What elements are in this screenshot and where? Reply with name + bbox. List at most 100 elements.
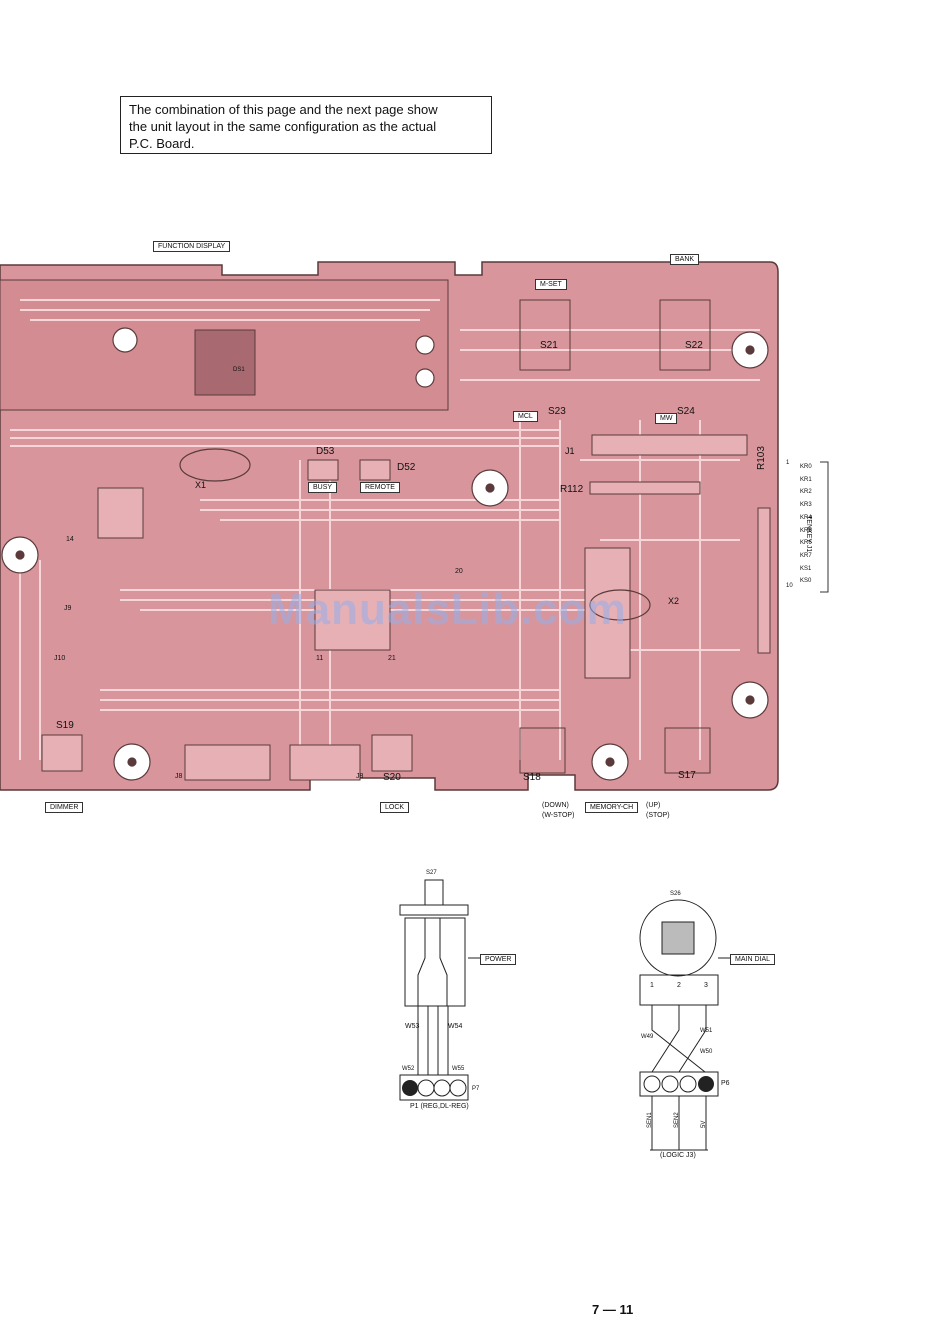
part-d52: D52: [397, 462, 416, 473]
power-pin-3: [433, 1079, 451, 1097]
main-dial-drawing: [639, 899, 730, 1151]
wire-w50: W50: [700, 1049, 713, 1055]
tenkey-pin-last: 10: [786, 583, 793, 589]
label-up: (UP): [646, 802, 661, 809]
label-busy: BUSY: [308, 482, 338, 493]
note-line-2: the unit layout in the same configuratio…: [129, 119, 437, 134]
dial-signal-5v: 5V: [701, 1120, 707, 1128]
dial-signal-sen2: SEN2: [674, 1112, 680, 1128]
part-j10: J10: [54, 655, 66, 662]
switch-s22: [659, 299, 711, 371]
label-bank: BANK: [670, 254, 700, 265]
tenkey-pin-kr2: KR2: [800, 489, 812, 495]
part-s18: S18: [523, 772, 541, 783]
part-j8a: J8: [175, 773, 183, 780]
label-lock: LOCK: [380, 802, 410, 813]
part-x1: X1: [195, 480, 207, 490]
mounting-holes: [1, 327, 769, 781]
part-s23: S23: [548, 406, 566, 417]
label-dimmer: DIMMER: [45, 802, 84, 813]
part-s19: S19: [56, 720, 74, 731]
switch-s20: [371, 734, 413, 772]
tenkey-pin-kr5: KR5: [800, 528, 812, 534]
switch-s17: [664, 727, 711, 774]
label-down: (DOWN): [542, 802, 569, 809]
part-s22: S22: [685, 340, 703, 351]
power-pin-4: [449, 1079, 467, 1097]
tenkey-pin-ks1: KS1: [800, 566, 812, 572]
dial-connector: (LOGIC J3): [660, 1152, 696, 1159]
dial-pin-label-2: 2: [677, 982, 681, 989]
wire-w49: W49: [641, 1034, 654, 1040]
switch-s18: [519, 727, 566, 774]
dial-p6: P6: [721, 1080, 730, 1087]
power-p7: P7: [472, 1086, 480, 1092]
ic-r112: [589, 481, 701, 495]
dial-pin-label-3: 3: [704, 982, 708, 989]
connector-j8a: [184, 744, 271, 781]
wire-w51: W51: [700, 1028, 713, 1034]
ic-main: [584, 547, 631, 679]
switch-s21: [519, 299, 571, 371]
part-s24: S24: [677, 406, 695, 417]
wire-w54: W54: [448, 1023, 463, 1030]
power-pin-2: [417, 1079, 435, 1097]
label-remote: REMOTE: [360, 482, 400, 493]
instruction-note: The combination of this page and the nex…: [120, 96, 492, 154]
tenkey-pin-kr7: KR7: [800, 553, 812, 559]
dial-pin-3: [679, 1075, 697, 1093]
note-line-1: The combination of this page and the nex…: [129, 102, 438, 117]
part-d53: D53: [316, 446, 335, 457]
power-switch-id: S27: [426, 870, 437, 876]
dial-pin-2: [661, 1075, 679, 1093]
note-line-3: P.C. Board.: [129, 136, 195, 151]
tenkey-pin-kr6: KR6: [800, 540, 812, 546]
tenkey-bracket: [820, 461, 829, 593]
dial-encoder-id: S26: [670, 891, 681, 897]
part-pin-20: 20: [455, 568, 463, 575]
ic-j1-row: [591, 434, 748, 456]
part-s17: S17: [678, 770, 696, 781]
part-s21: S21: [540, 340, 558, 351]
wire-w55: W55: [452, 1066, 465, 1072]
part-j1: J1: [565, 446, 575, 456]
wire-w53: W53: [405, 1023, 420, 1030]
label-stop: (STOP): [646, 812, 670, 819]
dial-signal-sen1: SEN1: [647, 1112, 653, 1128]
tenkey-pin-kr0: KR0: [800, 464, 812, 470]
watermark: ManualsLib.com: [268, 585, 627, 634]
label-mw: MW: [655, 413, 678, 424]
power-pin-filled: [402, 1080, 418, 1096]
label-function-display: FUNCTION DISPLAY: [153, 241, 231, 252]
switch-s19: [41, 734, 83, 772]
part-r112: R112: [560, 484, 584, 495]
page-number: 7 — 11: [592, 1302, 634, 1317]
part-ds1: DS1: [233, 367, 245, 373]
part-j9: J9: [64, 605, 72, 612]
wire-w52: W52: [402, 1066, 415, 1072]
tenkey-pin-kr4: KR4: [800, 515, 812, 521]
tenkey-pin-kr1: KR1: [800, 477, 812, 483]
power-switch-drawing: [399, 879, 480, 1101]
led-d52: [359, 459, 391, 481]
ic-ds1: [194, 329, 256, 396]
tenkey-pin-ks0: KS0: [800, 578, 812, 584]
part-x2: X2: [668, 596, 680, 606]
label-mcl: MCL: [513, 411, 538, 422]
part-s20: S20: [383, 772, 401, 783]
ic-center: [314, 589, 391, 651]
label-main-dial: MAIN DIAL: [730, 954, 776, 965]
dial-pin-label-1: 1: [650, 982, 654, 989]
label-m-set: M-SET: [535, 279, 567, 290]
connector-tenkey: [757, 507, 771, 654]
part-pin-21: 21: [388, 655, 396, 662]
led-d53: [307, 459, 339, 481]
part-pin-14: 14: [66, 536, 74, 543]
dial-pin-filled: [698, 1076, 714, 1092]
tenkey-pin-kr3: KR3: [800, 502, 812, 508]
power-connector: P1 (REG,DL-REG): [410, 1103, 469, 1110]
connector-j8b: [289, 744, 361, 781]
part-j8b: J8: [356, 773, 364, 780]
part-pin-11: 11: [316, 655, 324, 662]
